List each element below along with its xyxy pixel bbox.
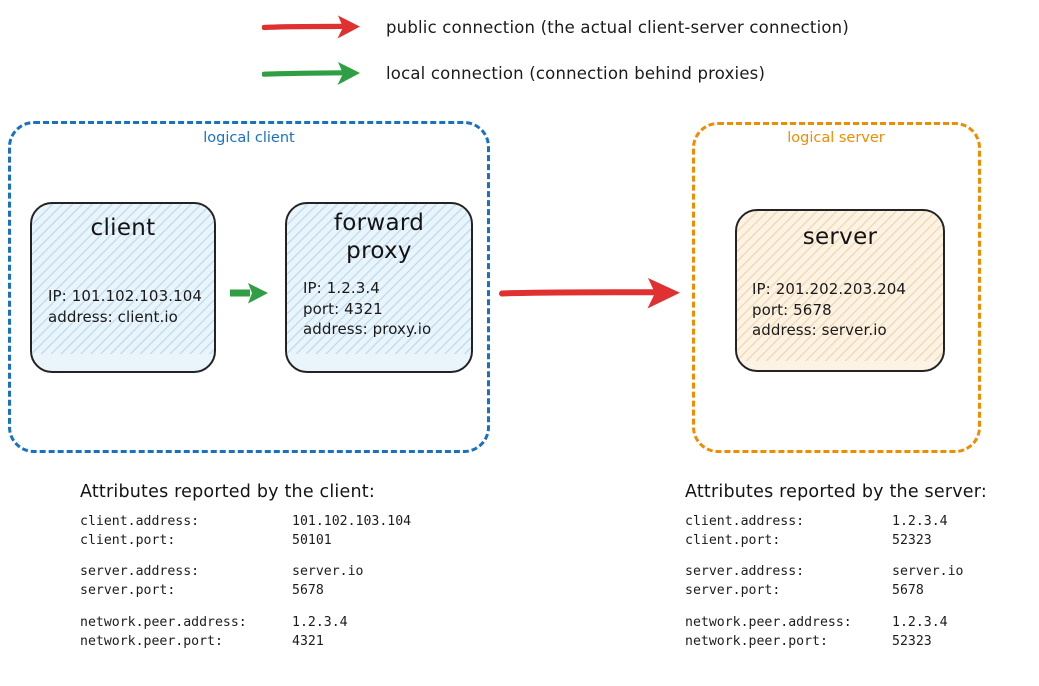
attributes-key: network.peer.address: — [80, 614, 247, 630]
node-server-title: server — [802, 224, 878, 250]
logical-client-container — [8, 121, 490, 453]
attributes-server-heading: Attributes reported by the server: — [685, 482, 987, 502]
hatch-pattern-orange — [737, 211, 943, 361]
node-server-line: IP: 201.202.203.204 — [752, 280, 907, 299]
node-client-line: IP: 101.102.103.104 — [48, 287, 203, 306]
node-forward-proxy-details: IP: 1.2.3.4 port: 4321 address: proxy.io — [303, 278, 431, 340]
arrow-local-connection — [230, 283, 268, 304]
node-client-line: address: client.io — [48, 307, 178, 326]
arrow-public-connection — [499, 278, 680, 309]
node-server-line: port: 5678 — [752, 300, 832, 319]
attributes-key: server.port: — [80, 583, 176, 599]
attributes-row: client.port: 52323 — [685, 532, 987, 551]
node-client-details: IP: 101.102.103.104 address: client.io — [48, 286, 202, 327]
logical-server-label: logical server — [787, 130, 885, 146]
attributes-group: server.address: server.io server.port: 5678 — [685, 563, 987, 600]
attributes-value: 5678 — [892, 583, 924, 599]
attributes-row: network.peer.address: 1.2.3.4 — [80, 614, 411, 633]
node-server[interactable]: server IP: 201.202.203.204 port: 5678 ad… — [735, 209, 945, 372]
node-client[interactable]: client IP: 101.102.103.104 address: clie… — [30, 202, 216, 373]
hatch-pattern-blue — [32, 204, 214, 354]
attributes-key: network.peer.port: — [80, 633, 223, 649]
attributes-key: network.peer.port: — [685, 633, 828, 649]
node-forward-proxy-line: IP: 1.2.3.4 — [303, 279, 380, 298]
attributes-key: client.address: — [685, 514, 805, 529]
hatch-pattern-blue — [287, 204, 471, 354]
legend-item-public-connection: public connection (the actual client-ser… — [262, 12, 849, 42]
attributes-row: client.port: 50101 — [80, 532, 411, 551]
attributes-row: server.port: 5678 — [80, 582, 411, 601]
logical-client-label: logical client — [203, 130, 295, 146]
attributes-key: client.address: — [80, 514, 200, 529]
node-client-title: client — [90, 215, 156, 241]
attributes-key: network.peer.address: — [685, 614, 852, 630]
attributes-group: client.address: 1.2.3.4 client.port: 52323 — [685, 513, 987, 550]
attributes-value: server.io — [892, 564, 964, 580]
node-server-details: IP: 201.202.203.204 port: 5678 address: … — [752, 279, 906, 341]
attributes-row: server.address: server.io — [80, 563, 411, 582]
legend-label-public-connection: public connection (the actual client-ser… — [386, 17, 849, 37]
red-arrow-icon — [262, 15, 360, 39]
attributes-key: client.port: — [685, 532, 781, 548]
attributes-key: server.address: — [685, 564, 805, 580]
attributes-row: network.peer.port: 4321 — [80, 633, 411, 652]
attributes-group: server.address: server.io server.port: 5678 — [80, 563, 411, 600]
attributes-key: server.address: — [80, 564, 200, 580]
attributes-row: client.address: 1.2.3.4 — [685, 513, 987, 532]
node-forward-proxy-line: port: 4321 — [303, 299, 383, 318]
attributes-row: network.peer.port: 52323 — [685, 633, 987, 652]
attributes-value: 50101 — [292, 532, 332, 548]
attributes-key: server.port: — [685, 583, 781, 599]
attributes-value: 52323 — [892, 532, 932, 548]
attributes-server-table: client.address: 1.2.3.4 client.port: 52323 s… — [685, 513, 987, 651]
node-server-line: address: server.io — [752, 321, 887, 340]
attributes-client-table: client.address: 101.102.103.104 client.por… — [80, 513, 411, 651]
attributes-value: 52323 — [892, 633, 932, 649]
node-forward-proxy-title-line: proxy — [346, 238, 412, 265]
green-arrow-icon — [262, 62, 360, 85]
attributes-panel-client: Attributes reported by the client: clien… — [80, 482, 411, 651]
attributes-value: server.io — [292, 564, 364, 580]
node-forward-proxy-title-line: forward — [333, 210, 425, 236]
node-forward-proxy-line: address: proxy.io — [303, 320, 432, 339]
attributes-client-heading: Attributes reported by the client: — [80, 482, 375, 502]
logical-server-container — [692, 122, 981, 453]
attributes-key: client.port: — [80, 532, 176, 548]
legend-label-local-connection: local connection (connection behind prox… — [386, 63, 766, 83]
attributes-group: client.address: 101.102.103.104 client.por… — [80, 513, 411, 550]
attributes-row: server.address: server.io — [685, 563, 987, 582]
attributes-value: 1.2.3.4 — [892, 514, 948, 529]
attributes-value: 5678 — [292, 583, 324, 599]
attributes-value: 1.2.3.4 — [892, 614, 948, 630]
attributes-row: server.port: 5678 — [685, 582, 987, 601]
attributes-row: client.address: 101.102.103.104 — [80, 513, 411, 532]
attributes-value: 101.102.103.104 — [292, 514, 412, 529]
attributes-panel-server: Attributes reported by the server: clien… — [685, 482, 987, 651]
legend-item-local-connection: local connection (connection behind prox… — [262, 58, 765, 88]
attributes-row: network.peer.address: 1.2.3.4 — [685, 614, 987, 633]
attributes-value: 4321 — [292, 633, 324, 649]
attributes-value: 1.2.3.4 — [292, 614, 348, 630]
